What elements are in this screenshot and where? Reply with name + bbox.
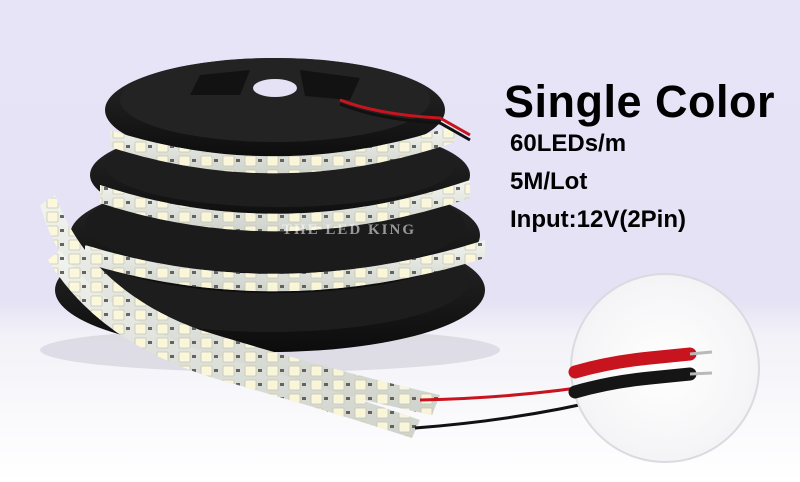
spec-led-density: 60LEDs/m [510,130,627,157]
spec-input: Input:12V(2Pin) [510,206,687,233]
watermark-text: THE LED KING [282,222,417,238]
product-title: Single Color [504,76,776,127]
spec-length: 5M/Lot [510,168,588,195]
